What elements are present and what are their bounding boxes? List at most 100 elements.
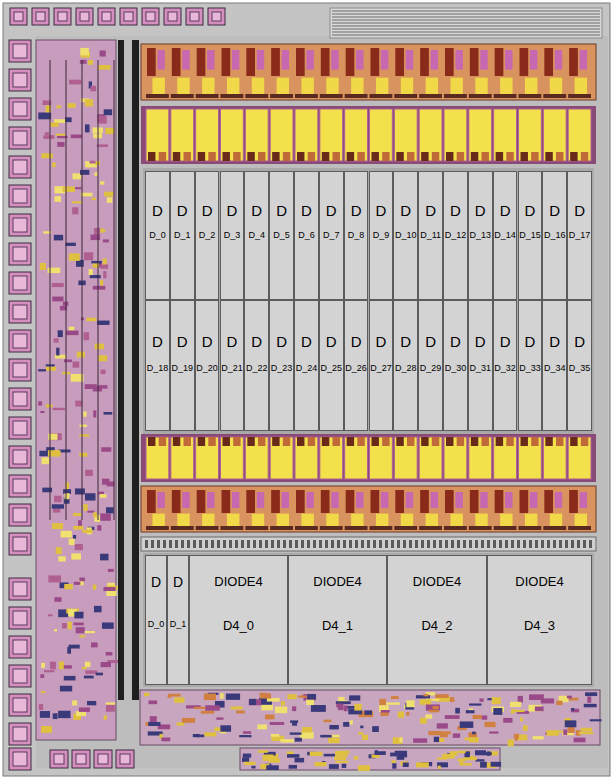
via	[421, 152, 428, 161]
pad-opening	[13, 752, 27, 766]
strip-track	[553, 540, 556, 548]
strap	[320, 526, 343, 530]
instance-name: D4_0	[223, 619, 254, 633]
logic-feature	[100, 50, 106, 56]
logic-feature	[149, 700, 158, 704]
logic-feature	[220, 725, 231, 731]
bond-pad	[76, 8, 93, 25]
strip-track	[301, 540, 304, 548]
instance-name: D_25	[320, 364, 342, 374]
instance-name: D_23	[271, 364, 293, 374]
logic-feature	[482, 715, 488, 719]
implant	[295, 109, 318, 161]
pad-metal	[9, 69, 31, 91]
logic-feature	[79, 453, 87, 457]
logic-feature	[73, 535, 76, 539]
pad-metal	[9, 665, 31, 687]
implant	[270, 437, 293, 479]
hatch-region	[330, 8, 602, 38]
strip-track	[247, 540, 250, 548]
logic-feature	[344, 705, 348, 711]
strip-track	[493, 540, 496, 548]
logic-feature	[231, 706, 243, 709]
diode-cell: DD_5	[269, 171, 294, 300]
gate	[172, 490, 181, 513]
diffusion	[177, 514, 189, 528]
strip-track	[241, 540, 244, 548]
implant	[146, 109, 169, 161]
via	[496, 437, 503, 446]
strip-track	[313, 540, 316, 548]
instance-name: D_3	[224, 231, 241, 241]
power-bus	[118, 40, 124, 700]
logic-feature	[295, 738, 302, 742]
diffusion	[500, 78, 512, 95]
logic-feature	[249, 699, 256, 705]
pad-opening	[13, 611, 27, 625]
logic-feature	[174, 697, 184, 702]
strip-track	[571, 540, 574, 548]
contact	[356, 492, 363, 508]
diffusion	[326, 78, 338, 95]
implant	[469, 437, 492, 479]
diode-cell: DD_22	[244, 300, 269, 431]
logic-feature	[311, 705, 326, 712]
strip-track	[181, 540, 184, 548]
logic-feature	[480, 762, 487, 768]
strap	[146, 526, 169, 530]
logic-feature	[464, 757, 477, 760]
pad-metal	[9, 388, 31, 410]
logic-feature	[271, 734, 279, 737]
logic-feature	[258, 750, 268, 753]
logic-feature	[91, 261, 101, 264]
implant	[419, 109, 442, 161]
via	[556, 152, 563, 161]
pad-opening	[14, 12, 23, 21]
gate	[495, 490, 504, 513]
logic-feature	[392, 763, 396, 768]
logic-feature	[38, 112, 51, 119]
metal-frame	[141, 106, 596, 164]
pad-metal	[9, 214, 31, 236]
pad-opening	[13, 640, 27, 654]
logic-feature	[103, 271, 106, 278]
logic-feature	[73, 361, 80, 367]
bond-pad	[164, 8, 181, 25]
logic-feature	[280, 739, 293, 743]
gate	[470, 48, 479, 76]
cell-type: D	[351, 203, 362, 220]
cell-type: D	[202, 203, 213, 220]
logic-feature	[42, 488, 52, 493]
gate	[445, 490, 454, 513]
logic-feature	[48, 614, 53, 616]
instance-name: D4_2	[421, 619, 452, 633]
strip-track	[517, 540, 520, 548]
diode-cell: DD_1	[170, 171, 195, 300]
logic-feature	[93, 286, 106, 290]
routing-strip	[141, 537, 596, 551]
diffusion	[301, 514, 313, 528]
strip-track	[565, 540, 568, 548]
cell-type: DIODE4	[214, 575, 262, 589]
strap	[494, 94, 517, 98]
contact	[331, 492, 338, 508]
bond-pad	[54, 8, 71, 25]
implant	[245, 437, 268, 479]
contact	[306, 492, 313, 508]
logic-feature	[264, 754, 274, 759]
strap	[370, 94, 393, 98]
logic-feature	[106, 507, 114, 513]
logic-feature	[360, 726, 363, 729]
strip-track	[205, 540, 208, 548]
logic-feature	[75, 401, 82, 407]
pad-metal	[9, 330, 31, 352]
logic-feature	[413, 738, 427, 742]
strip-track	[175, 540, 178, 548]
logic-feature	[41, 726, 52, 733]
active-area	[141, 44, 596, 100]
bond-pad	[9, 504, 31, 526]
implant	[568, 109, 591, 161]
bond-pad	[9, 636, 31, 658]
periphery-logic	[36, 40, 118, 740]
via	[396, 437, 403, 446]
